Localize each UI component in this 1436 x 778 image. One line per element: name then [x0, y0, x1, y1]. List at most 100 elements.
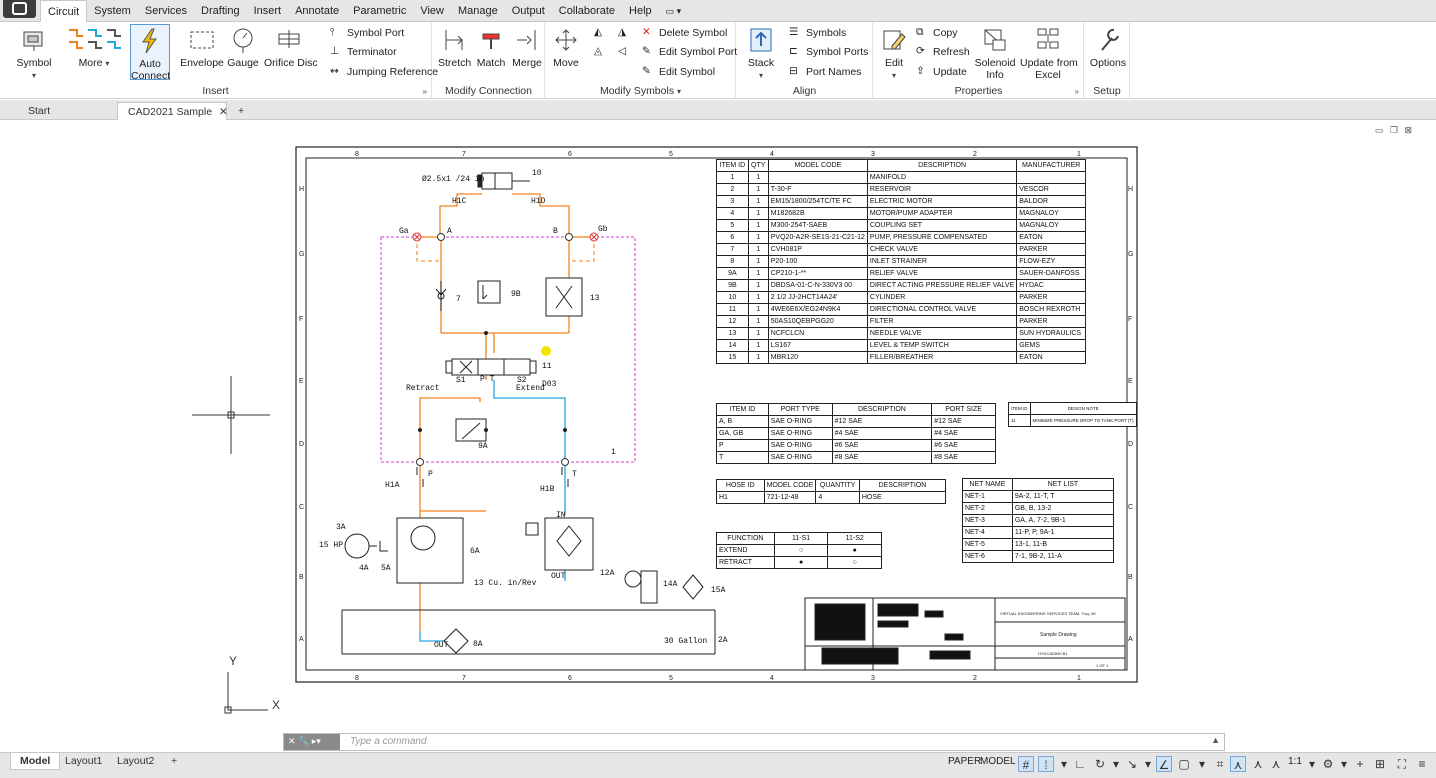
ortho-icon[interactable]: ∟	[1074, 757, 1086, 771]
tab-services[interactable]: Services	[144, 5, 188, 17]
options-button[interactable]: Options	[1089, 24, 1127, 69]
isodraft-icon[interactable]: ↘	[1126, 757, 1138, 771]
tab-cad2021-sample[interactable]: CAD2021 Sample ✕	[117, 102, 228, 120]
annotation-scale-value[interactable]: 1:1	[1288, 756, 1302, 767]
rotate-right-button[interactable]: ◁	[618, 45, 631, 58]
properties-panel-launcher-icon[interactable]: »	[1074, 87, 1079, 96]
object-snap-dropdown-icon[interactable]: ▾	[1198, 757, 1206, 771]
bom-cell: 1	[747, 183, 769, 196]
paper-toggle[interactable]: PAPER	[948, 756, 982, 767]
tab-view[interactable]: View	[420, 5, 444, 17]
command-input[interactable]: Type a command	[350, 736, 427, 747]
tab-help[interactable]: Help	[629, 5, 652, 17]
terminator-button[interactable]: ⊥Terminator	[330, 45, 397, 58]
ports-cell: P	[716, 439, 769, 452]
grid-icon[interactable]: #	[1018, 756, 1034, 772]
insert-panel-launcher-icon[interactable]: »	[422, 87, 427, 96]
isodraft-dropdown-icon[interactable]: ▾	[1144, 757, 1152, 771]
edit-icon	[883, 30, 906, 50]
polar-icon[interactable]: ↻	[1094, 757, 1106, 771]
symbol-port-button[interactable]: ⫯Symbol Port	[330, 26, 404, 39]
tab-drafting[interactable]: Drafting	[201, 5, 240, 17]
snap-dropdown-icon[interactable]: ▾	[1060, 757, 1068, 771]
layout-tab-layout2[interactable]: Layout2	[117, 755, 155, 767]
tab-collaborate[interactable]: Collaborate	[558, 5, 616, 17]
viewport-window-controls[interactable]: ▭ ❐ ⊠	[1374, 125, 1414, 135]
new-tab-button[interactable]: +	[238, 105, 245, 117]
object-snap-tracking-icon[interactable]: ∠	[1156, 756, 1172, 772]
layout-tab-layout1[interactable]: Layout1	[65, 755, 103, 767]
ribbon-tab-bar: Circuit System Services Drafting Insert Annot…	[0, 0, 1436, 22]
delete-symbol-button[interactable]: ✕Delete Symbol	[642, 26, 727, 39]
tab-output[interactable]: Output	[511, 5, 545, 17]
layout-tab-model[interactable]: Model	[10, 753, 61, 770]
tab-[interactable]: ▭ ▾	[665, 6, 682, 16]
tab-annotate[interactable]: Annotate	[295, 5, 340, 17]
merge-button[interactable]: Merge	[511, 24, 543, 69]
application-menu-button[interactable]	[3, 0, 36, 18]
tab-insert[interactable]: Insert	[253, 5, 282, 17]
crosshair-cursor	[192, 376, 270, 454]
tab-circuit[interactable]: Circuit	[40, 0, 88, 22]
scale-dropdown-icon[interactable]: ▾	[1308, 757, 1316, 771]
command-history-icon[interactable]: ▲	[1211, 735, 1220, 745]
add-layout-button[interactable]: +	[171, 755, 178, 767]
bom-cell: 3	[716, 195, 749, 208]
edit-symbol-port-button[interactable]: ✎Edit Symbol Port	[642, 45, 737, 58]
bom-cell: PARKER	[1016, 315, 1086, 328]
rotate-left-button[interactable]: ◬	[594, 45, 607, 58]
workspace-dropdown-icon[interactable]: ▾	[1340, 757, 1348, 771]
snap-icon[interactable]: ⁞	[1038, 756, 1054, 772]
mirror-horizontal-button[interactable]: ◭	[594, 26, 607, 39]
edit-button[interactable]: Edit▾	[878, 24, 910, 82]
bom-cell: EATON	[1016, 231, 1086, 244]
selection-cycling-icon[interactable]: ⌗	[1216, 757, 1224, 771]
orifice-disc-button[interactable]: Orifice Disc	[264, 24, 318, 69]
fullscreen-icon[interactable]: ⛶	[1397, 757, 1407, 771]
model-toggle[interactable]: MODEL	[980, 756, 1016, 767]
label-h1a: H1A	[385, 481, 400, 490]
pump-motor-symbol	[344, 517, 464, 584]
symbol-button[interactable]: Symbol▾	[14, 24, 54, 82]
object-snap-icon[interactable]: ▢	[1178, 757, 1190, 771]
copy-button[interactable]: ⧉Copy	[916, 26, 958, 39]
annotation-visibility-icon[interactable]: ⋏	[1230, 756, 1246, 772]
panel-title-modify-symbols[interactable]: Modify Symbols ▾	[599, 85, 682, 97]
jumping-reference-button[interactable]: ↭Jumping Reference	[330, 65, 438, 78]
isolate-objects-icon[interactable]: ⊞	[1374, 757, 1386, 771]
update-button[interactable]: ⇪Update	[916, 65, 967, 78]
more-button[interactable]: More ▾	[64, 24, 124, 70]
align-symbols-button[interactable]: ☰Symbols	[789, 26, 846, 39]
tab-parametric[interactable]: Parametric	[353, 5, 407, 17]
annotation-scale-icon[interactable]: ⋏	[1271, 757, 1281, 771]
stretch-button[interactable]: Stretch	[438, 24, 471, 69]
polar-dropdown-icon[interactable]: ▾	[1112, 757, 1120, 771]
options-label: Options	[1089, 57, 1127, 69]
tab-start[interactable]: Start	[28, 105, 51, 117]
flip-button[interactable]: ◮	[618, 26, 631, 39]
nets-cell: 13-1, 11-B	[1011, 538, 1115, 551]
close-tab-icon[interactable]: ✕	[218, 106, 228, 118]
tab-system[interactable]: System	[94, 5, 131, 17]
plus-icon[interactable]: +	[1356, 757, 1364, 771]
tab-manage[interactable]: Manage	[457, 5, 498, 17]
stack-button[interactable]: Stack▾	[745, 24, 777, 82]
envelope-button[interactable]: Envelope	[180, 24, 224, 69]
match-button[interactable]: Match	[475, 24, 507, 69]
edit-symbol-button[interactable]: ✎Edit Symbol	[642, 65, 715, 78]
customize-menu-icon[interactable]: ≡	[1418, 757, 1426, 771]
refresh-button[interactable]: ⟳Refresh	[916, 45, 970, 58]
align-symbol-ports-button[interactable]: ⊏Symbol Ports	[789, 45, 868, 58]
gauge-button[interactable]: Gauge	[227, 24, 259, 69]
align-port-names-button[interactable]: ⊟Port Names	[789, 65, 861, 78]
gear-icon[interactable]: ⚙	[1322, 757, 1334, 771]
auto-scale-icon[interactable]: ⋏	[1253, 757, 1263, 771]
functions-header-cell: FUNCTION	[716, 532, 775, 545]
command-line-buttons[interactable]: ✕ 🔧 ▸▾	[284, 734, 340, 750]
label-b12a: 12A	[600, 569, 615, 578]
move-button[interactable]: Move	[550, 24, 582, 69]
